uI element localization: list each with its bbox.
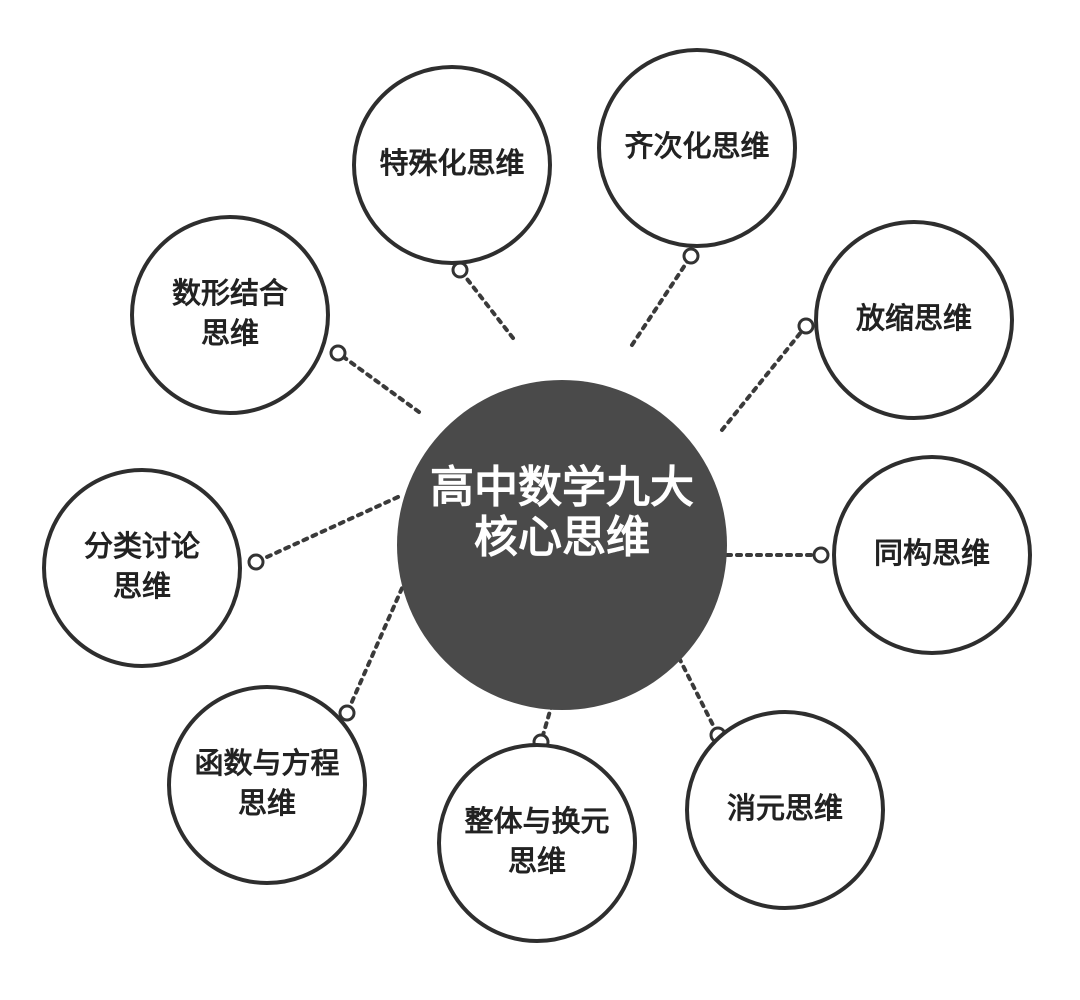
center-title-line-1: 高中数学九大 <box>430 462 694 513</box>
topic-circle-homogeneous <box>597 48 797 248</box>
topic-circle-isomorphism <box>832 455 1032 655</box>
topic-circle-whole-substitution <box>437 743 637 943</box>
topic-circle-special <box>352 65 552 265</box>
topic-node-homogeneous: 齐次化思维 <box>597 48 797 248</box>
topic-circle-number-shape <box>130 215 330 415</box>
topic-nodes: 特殊化思维齐次化思维放缩思维同构思维消元思维整体与换元思维函数与方程思维分类讨论… <box>42 48 1032 943</box>
connector-scaling <box>720 324 808 432</box>
topic-label-number-shape-line-1: 数形结合 <box>172 276 288 310</box>
topic-label-homogeneous-line-1: 齐次化思维 <box>624 129 769 163</box>
topic-circle-function-equation <box>167 685 367 885</box>
topic-circle-scaling <box>814 220 1014 420</box>
topic-label-function-equation-line-2: 思维 <box>238 786 296 820</box>
connector-endpoint-scaling <box>797 317 815 335</box>
topic-node-isomorphism: 同构思维 <box>832 455 1032 655</box>
topic-label-classification-line-2: 思维 <box>113 569 171 603</box>
topic-label-elimination-line-1: 消元思维 <box>727 791 843 825</box>
connector-endpoint-homogeneous <box>682 247 700 265</box>
connector-endpoint-isomorphism <box>812 546 830 564</box>
connectors <box>247 247 830 751</box>
connector-function-equation <box>345 568 412 715</box>
topic-circle-elimination <box>685 710 885 910</box>
connector-classification <box>254 495 400 564</box>
connector-endpoint-classification <box>247 553 265 571</box>
topic-label-special-line-1: 特殊化思维 <box>379 146 524 180</box>
topic-node-elimination: 消元思维 <box>685 710 885 910</box>
connector-endpoint-number-shape <box>329 344 347 362</box>
connector-elimination <box>668 638 720 737</box>
connector-number-shape <box>336 351 421 414</box>
topic-label-number-shape-line-2: 思维 <box>201 316 259 350</box>
topic-node-scaling: 放缩思维 <box>814 220 1014 420</box>
topic-label-function-equation-line-1: 函数与方程 <box>194 746 339 780</box>
connector-endpoint-special <box>451 261 469 279</box>
center-circle <box>397 380 727 710</box>
center-hub: 高中数学九大 核心思维 <box>397 380 727 710</box>
topic-label-whole-substitution-line-2: 思维 <box>508 844 566 878</box>
center-title-line-2: 核心思维 <box>474 512 650 563</box>
connector-endpoint-function-equation <box>338 704 356 722</box>
topic-label-classification-line-1: 分类讨论 <box>84 529 201 563</box>
topic-label-scaling-line-1: 放缩思维 <box>855 301 972 335</box>
topic-label-isomorphism-line-1: 同构思维 <box>874 536 990 570</box>
connector-special <box>458 268 515 340</box>
topic-label-whole-substitution-line-1: 整体与换元 <box>464 804 609 838</box>
topic-node-special: 特殊化思维 <box>352 65 552 265</box>
connector-homogeneous <box>630 254 693 347</box>
topic-circle-classification <box>42 468 242 668</box>
